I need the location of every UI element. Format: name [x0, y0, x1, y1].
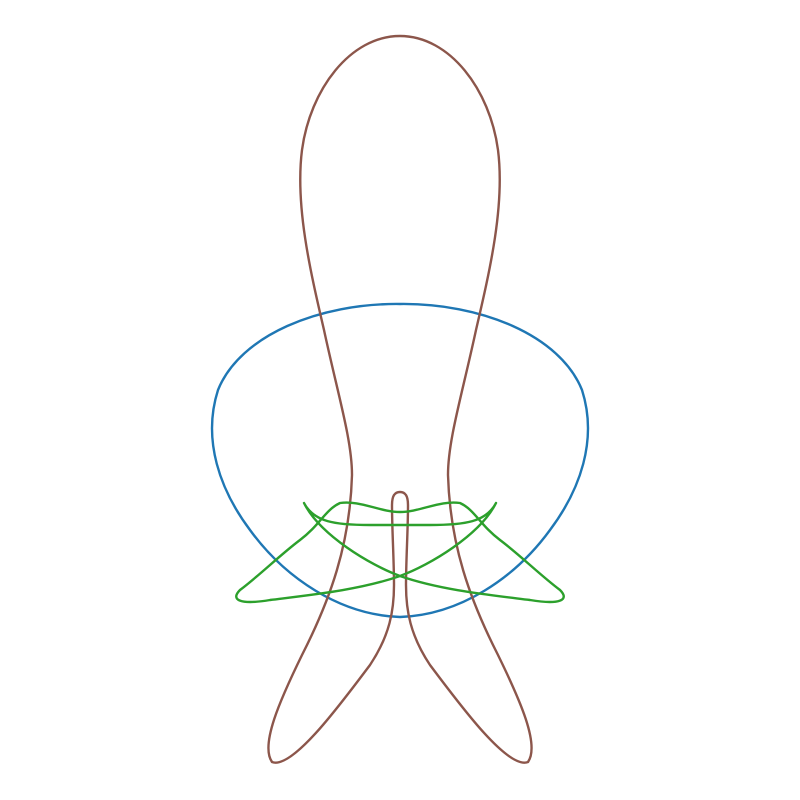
brown-figure-curve [267, 34, 533, 764]
green-figure-curve [235, 501, 565, 604]
blue-loop-curve [210, 302, 590, 619]
